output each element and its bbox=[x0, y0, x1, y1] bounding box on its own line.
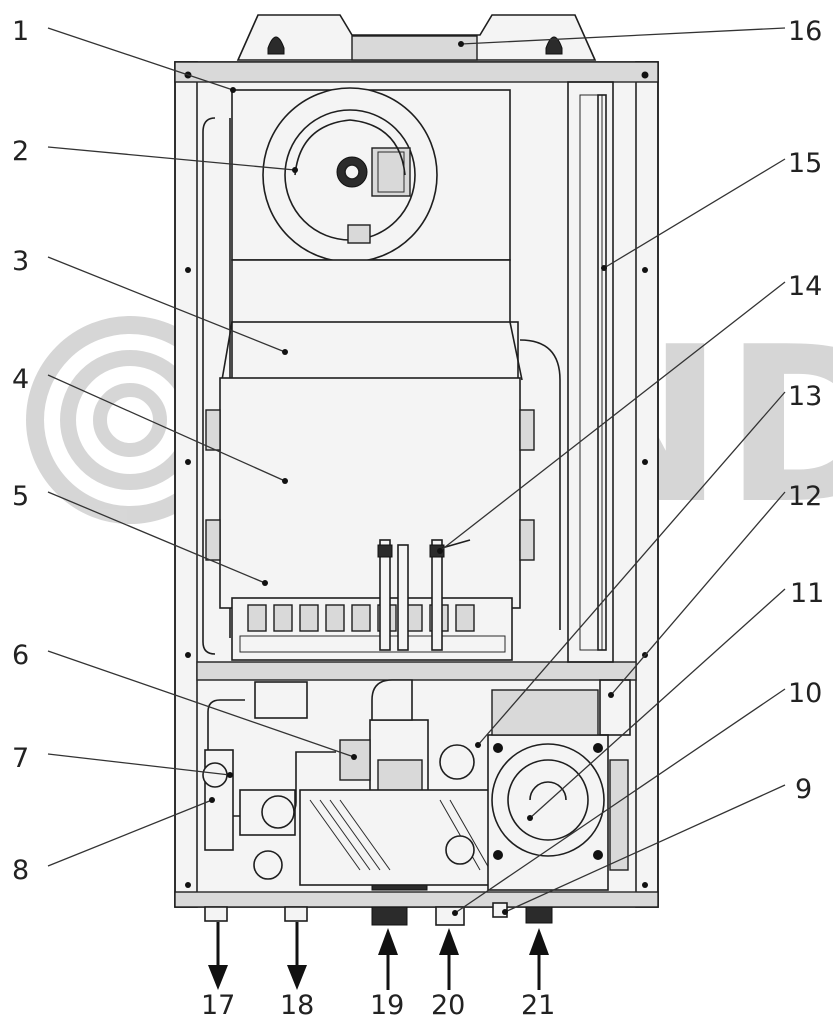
connection-20: 20 bbox=[431, 990, 465, 1019]
pump-bolt-3 bbox=[493, 850, 503, 860]
pump-side-rib bbox=[609, 759, 629, 871]
callout-6: 6 bbox=[12, 640, 29, 671]
bottom-rail bbox=[174, 891, 659, 908]
callout-13: 13 bbox=[788, 381, 822, 412]
exchanger-left-clip-2 bbox=[205, 519, 221, 561]
safety-valve-knob bbox=[202, 762, 228, 788]
top-rail bbox=[174, 61, 659, 83]
burner-manifold bbox=[239, 635, 506, 653]
callout-8: 8 bbox=[12, 855, 29, 886]
pump-bolt-4 bbox=[593, 850, 603, 860]
arrow-21-head bbox=[529, 928, 549, 955]
callout-15: 15 bbox=[788, 148, 822, 179]
callout-10: 10 bbox=[788, 678, 822, 709]
inner-frame bbox=[196, 81, 637, 893]
arrow-20-head bbox=[439, 928, 459, 955]
control-box bbox=[254, 681, 308, 719]
connection-arrows bbox=[208, 922, 549, 990]
callout-3: 3 bbox=[12, 246, 29, 277]
hydraulic-tap bbox=[445, 835, 475, 865]
boiler-body bbox=[174, 14, 659, 926]
callout-5: 5 bbox=[12, 481, 29, 512]
expansion-vessel-strip bbox=[597, 94, 607, 651]
pressure-relief-pipe bbox=[599, 679, 631, 736]
collector-side-left bbox=[221, 321, 233, 381]
right-vertical-pipe bbox=[567, 81, 614, 663]
stub-17 bbox=[204, 906, 228, 922]
stub-18 bbox=[284, 906, 308, 922]
stub-21 bbox=[525, 906, 553, 924]
burner-ramps bbox=[247, 604, 475, 632]
right-return-bend bbox=[519, 339, 561, 630]
left-heating-pipe bbox=[202, 117, 216, 655]
frame-screws bbox=[184, 71, 649, 888]
gas-valve-elbow bbox=[371, 679, 413, 721]
callout-4: 4 bbox=[12, 364, 29, 395]
ignition-electrodes bbox=[377, 539, 471, 651]
combustion-collector bbox=[231, 321, 519, 381]
callout-7: 7 bbox=[12, 743, 29, 774]
hydraulic-ribs bbox=[309, 799, 491, 871]
pump-head-inner bbox=[507, 759, 589, 841]
right-inner-tube bbox=[579, 94, 603, 651]
callout-16: 16 bbox=[788, 16, 822, 47]
stub-19 bbox=[371, 906, 408, 926]
exchanger-right-clip-2 bbox=[519, 519, 535, 561]
flue-connector bbox=[351, 35, 478, 61]
middle-rail bbox=[196, 661, 637, 681]
arrow-19-head bbox=[378, 928, 398, 955]
callout-9: 9 bbox=[795, 774, 812, 805]
connection-labels: 17 18 19 20 21 bbox=[201, 990, 555, 1019]
heat-exchanger bbox=[219, 377, 521, 609]
arrow-18-head bbox=[287, 965, 307, 990]
callout-12: 12 bbox=[788, 481, 822, 512]
collector-side-right bbox=[509, 321, 523, 381]
connection-19: 19 bbox=[370, 990, 404, 1019]
callout-14: 14 bbox=[788, 271, 822, 302]
arrow-17-head bbox=[208, 965, 228, 990]
fan-outlet bbox=[347, 224, 371, 244]
pump-bolt-2 bbox=[593, 743, 603, 753]
connection-17: 17 bbox=[201, 990, 235, 1019]
pump-bolt-1 bbox=[493, 743, 503, 753]
exchanger-right-clip bbox=[519, 409, 535, 451]
leader-lines bbox=[47, 27, 786, 916]
connection-18: 18 bbox=[280, 990, 314, 1019]
flue-hood bbox=[231, 259, 511, 326]
fill-tap bbox=[253, 850, 283, 880]
callout-2: 2 bbox=[12, 136, 29, 167]
bracket-hook-left bbox=[267, 36, 285, 55]
fan-hub-center bbox=[344, 164, 360, 180]
fan-spiral bbox=[294, 119, 406, 176]
flow-sensor bbox=[439, 744, 475, 780]
connection-21: 21 bbox=[521, 990, 555, 1019]
drain-plug bbox=[261, 795, 295, 829]
callout-11: 11 bbox=[790, 578, 824, 609]
gas-valve-modulator bbox=[339, 739, 371, 781]
callout-1: 1 bbox=[12, 16, 29, 47]
exchanger-left-clip bbox=[205, 409, 221, 451]
callout-labels: 1 2 3 4 5 6 7 8 9 10 11 12 13 14 15 16 bbox=[12, 16, 824, 886]
pump-vent-screw bbox=[529, 781, 567, 801]
pump-terminal-box bbox=[491, 689, 599, 736]
